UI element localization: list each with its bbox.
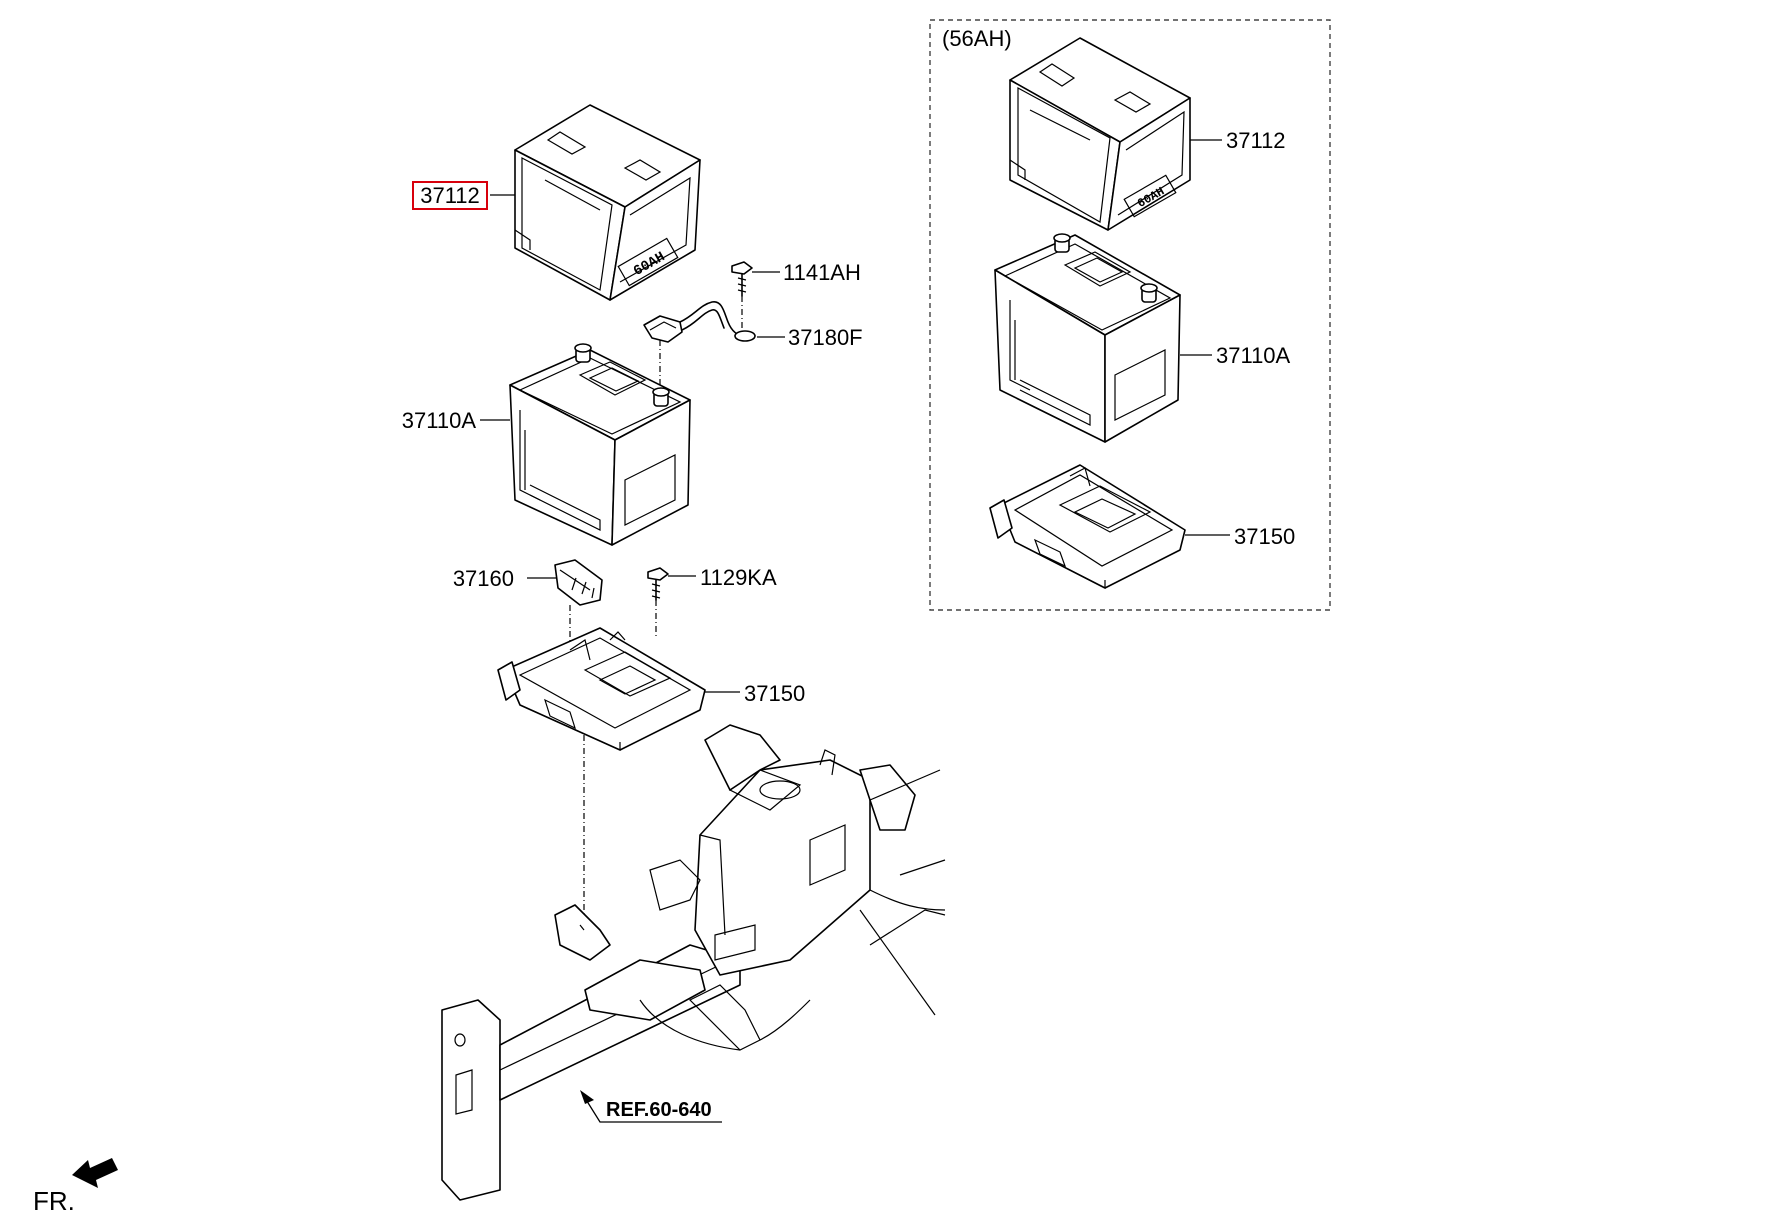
part-label-37180f[interactable]: 37180F — [788, 325, 863, 350]
battery-cover-alt-drawing[interactable]: 60AH — [1009, 37, 1191, 231]
variant-box — [929, 19, 1331, 611]
part-label-37150-main[interactable]: 37150 — [744, 681, 805, 706]
cable-37180f-drawing[interactable] — [643, 301, 756, 343]
battery-cover-main-drawing[interactable]: 60AH — [514, 104, 701, 301]
part-label-37110a-alt[interactable]: 37110A — [1216, 343, 1291, 368]
battery-main-drawing[interactable] — [509, 343, 691, 546]
battery-tray-main-drawing[interactable] — [497, 627, 706, 751]
clamp-37160-drawing[interactable] — [554, 559, 603, 606]
part-label-37160[interactable]: 37160 — [453, 566, 514, 591]
variant-label: (56AH) — [942, 26, 1012, 51]
bolt-1129ka-drawing[interactable] — [647, 567, 669, 601]
part-label-37150-alt[interactable]: 37150 — [1234, 524, 1295, 549]
part-label-37110a-main[interactable]: 37110A — [402, 408, 477, 433]
bolt-1141ah-drawing[interactable] — [731, 261, 753, 297]
front-label: FR. — [33, 1186, 75, 1211]
battery-alt-drawing[interactable] — [994, 233, 1181, 443]
part-label-1129ka[interactable]: 1129KA — [700, 565, 777, 590]
part-label-37112-alt[interactable]: 37112 — [1226, 128, 1286, 153]
highlight-box — [412, 181, 488, 210]
battery-tray-alt-drawing[interactable] — [989, 464, 1186, 589]
part-label-37112-main[interactable]: 37112 — [420, 183, 480, 208]
part-label-1141ah[interactable]: 1141AH — [783, 260, 861, 285]
front-arrow-icon — [72, 1158, 118, 1188]
ref-label: REF.60-640 — [606, 1099, 712, 1121]
vehicle-body-structure — [441, 724, 946, 1201]
